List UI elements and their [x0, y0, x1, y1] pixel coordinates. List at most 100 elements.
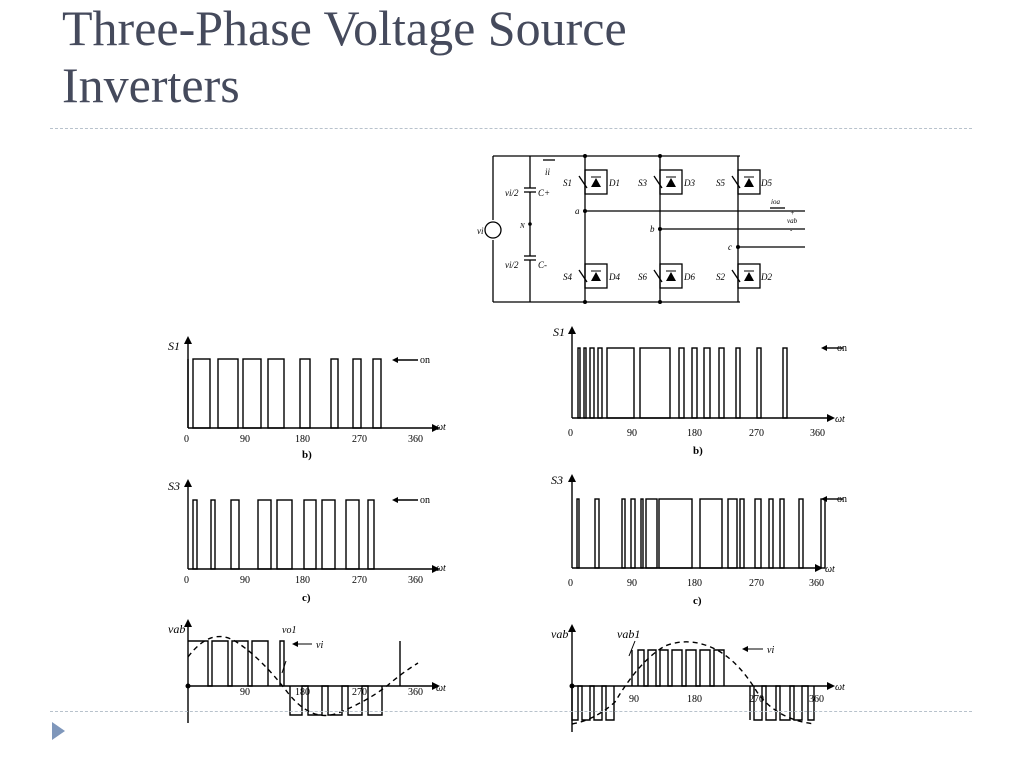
- switch-on-pulse: [594, 498, 600, 569]
- label-d6: D6: [683, 272, 695, 282]
- right-s1-waveform: S1 on ωt 0 90 180 270 360 b): [553, 325, 847, 457]
- switch-on-pulse: [257, 499, 272, 570]
- tick-left-s3-180: 180: [295, 575, 310, 586]
- tick-left-vab-360: 360: [408, 687, 423, 698]
- xlabel-right-s3: ωt: [825, 564, 835, 575]
- label-s3: S3: [638, 178, 648, 188]
- label-source: vi: [477, 226, 484, 236]
- annotation-right-s1: on: [837, 343, 847, 354]
- tick-left-vab-180: 180: [295, 687, 310, 698]
- label-node-a: a: [575, 206, 580, 216]
- annotation-left-s1: on: [420, 355, 430, 366]
- xlabel-left-s1: ωt: [436, 422, 446, 433]
- ylabel-right-vab: vab: [551, 627, 568, 641]
- tick-right-s1-180: 180: [687, 428, 702, 439]
- switch-on-pulse: [583, 347, 587, 419]
- ylabel-left-s1: S1: [168, 339, 180, 353]
- switch-on-pulse: [718, 347, 725, 419]
- tick-right-s3-0: 0: [568, 578, 573, 589]
- tick-left-s3-90: 90: [240, 575, 250, 586]
- switch-on-pulse: [782, 347, 788, 419]
- switch-on-pulse: [321, 499, 336, 570]
- switch-on-pulse: [576, 498, 580, 569]
- tick-left-s3-0: 0: [184, 575, 189, 586]
- label-plus: +: [790, 209, 795, 217]
- label-ioa: ioa: [771, 198, 780, 206]
- pulse-train-right-s1: [577, 347, 788, 419]
- tick-right-s1-0: 0: [568, 428, 573, 439]
- tick-left-vab-270: 270: [352, 687, 367, 698]
- switch-on-pulse: [658, 498, 693, 569]
- fundamental-right-vab: vab1: [617, 627, 640, 641]
- tick-right-s1-270: 270: [749, 428, 764, 439]
- tick-right-s3-270: 270: [749, 578, 764, 589]
- tick-right-s3-90: 90: [627, 578, 637, 589]
- annotation-left-s3: on: [420, 495, 430, 506]
- switch-on-pulse: [639, 347, 671, 419]
- source-right-vab: vi: [767, 645, 774, 656]
- switch-on-pulse: [699, 498, 723, 569]
- ylabel-right-s1: S1: [553, 325, 565, 339]
- tick-right-s1-90: 90: [627, 428, 637, 439]
- switch-on-pulse: [345, 499, 360, 570]
- switch-on-pulse: [217, 358, 239, 429]
- switch-on-pulse: [352, 358, 362, 429]
- switch-on-pulse: [230, 499, 240, 570]
- switch-on-pulse: [739, 498, 745, 569]
- source-left-vab: vi: [316, 640, 323, 651]
- tick-left-s3-270: 270: [352, 575, 367, 586]
- fundamental-left-vab: vo1: [282, 625, 296, 636]
- switch-on-pulse: [756, 347, 762, 419]
- label-d5: D5: [760, 178, 772, 188]
- slide-title-line1: Three-Phase Voltage Source: [62, 0, 627, 56]
- inverter-circuit-diagram: ii vi vi/2 vi/2 C+ C- N S1 S3 S5 D1 D3 D…: [477, 154, 805, 304]
- left-vab-waveform: vab vo1 vi ωt 90 180 270 360: [168, 619, 446, 723]
- label-s2: S2: [716, 272, 726, 282]
- ylabel-left-vab: vab: [168, 622, 185, 636]
- tick-right-s1-360: 360: [810, 428, 825, 439]
- switch-on-pulse: [577, 347, 581, 419]
- label-d3: D3: [683, 178, 695, 188]
- caption-left-s3: c): [302, 592, 311, 604]
- tick-left-s1-180: 180: [295, 434, 310, 445]
- switch-on-pulse: [299, 358, 311, 429]
- caption-left-s1: b): [302, 449, 312, 461]
- switch-on-pulse: [703, 347, 711, 419]
- tick-left-s1-0: 0: [184, 434, 189, 445]
- label-minus: -: [790, 226, 793, 234]
- label-d4: D4: [608, 272, 620, 282]
- annotation-right-s3: on: [837, 494, 847, 505]
- label-node-c: c: [728, 242, 732, 252]
- label-d2: D2: [760, 272, 772, 282]
- switch-on-pulse: [645, 498, 658, 569]
- pulse-train-left-s1: [192, 358, 382, 429]
- tick-left-s3-360: 360: [408, 575, 423, 586]
- label-cap-bottom: vi/2: [505, 260, 519, 270]
- switch-on-pulse: [303, 499, 317, 570]
- ylabel-left-s3: S3: [168, 479, 180, 493]
- switch-on-pulse: [768, 498, 774, 569]
- caption-right-s1: b): [693, 445, 703, 457]
- switch-on-pulse: [330, 358, 339, 429]
- label-cap-top: vi/2: [505, 188, 519, 198]
- switch-on-pulse: [735, 347, 741, 419]
- tick-left-s1-90: 90: [240, 434, 250, 445]
- right-vab-waveform: vab vab1 vi ωt 90 180 270 360: [551, 624, 845, 732]
- footer-divider: [50, 711, 972, 712]
- caption-right-s3: c): [693, 595, 702, 607]
- switch-on-pulse: [606, 347, 635, 419]
- ylabel-right-s3: S3: [551, 473, 563, 487]
- tick-left-vab-90: 90: [240, 687, 250, 698]
- switch-on-pulse: [367, 499, 375, 570]
- switch-on-pulse: [192, 358, 211, 429]
- switch-on-pulse: [678, 347, 685, 419]
- switch-on-pulse: [798, 498, 804, 569]
- switch-on-pulse: [210, 499, 216, 570]
- switch-on-pulse: [779, 498, 785, 569]
- xlabel-right-vab: ωt: [835, 682, 845, 693]
- tick-right-s3-180: 180: [687, 578, 702, 589]
- label-midpoint: N: [519, 222, 525, 230]
- switch-on-pulse: [820, 498, 826, 569]
- switch-on-pulse: [589, 347, 595, 419]
- label-s5: S5: [716, 178, 726, 188]
